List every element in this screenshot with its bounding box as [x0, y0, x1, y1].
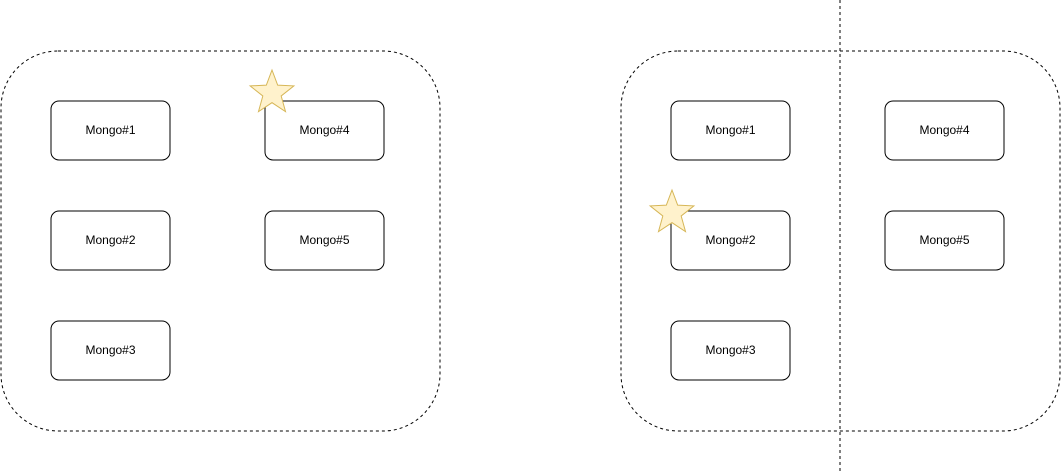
- node-box: [884, 100, 1005, 161]
- node-box: [264, 210, 385, 271]
- left-node-mongo-5[interactable]: Mongo#5: [264, 210, 385, 271]
- node-label: Mongo#4: [299, 123, 349, 137]
- left-node-mongo-3[interactable]: Mongo#3: [50, 320, 171, 381]
- node-label: Mongo#2: [705, 233, 755, 247]
- node-label: Mongo#5: [919, 233, 969, 247]
- right-node-mongo-4[interactable]: Mongo#4: [884, 100, 1005, 161]
- node-box: [50, 320, 171, 381]
- node-box: [670, 320, 791, 381]
- node-box: [50, 210, 171, 271]
- left-cluster-boundary: [0, 50, 441, 432]
- node-box: [50, 100, 171, 161]
- node-box: [670, 100, 791, 161]
- node-box: [670, 210, 791, 271]
- node-label: Mongo#3: [85, 343, 135, 357]
- right-cluster: Mongo#1 Mongo#2 Mongo#3 Mongo#4 Mongo#5: [620, 0, 1061, 473]
- left-node-mongo-2[interactable]: Mongo#2: [50, 210, 171, 271]
- right-node-mongo-2[interactable]: Mongo#2: [670, 210, 791, 271]
- left-node-mongo-4[interactable]: Mongo#4: [264, 100, 385, 161]
- node-box: [884, 210, 1005, 271]
- left-node-mongo-1[interactable]: Mongo#1: [50, 100, 171, 161]
- node-box: [264, 100, 385, 161]
- star-icon: [648, 188, 696, 233]
- right-node-mongo-5[interactable]: Mongo#5: [884, 210, 1005, 271]
- node-label: Mongo#1: [85, 123, 135, 137]
- star-icon: [248, 68, 296, 113]
- right-node-mongo-3[interactable]: Mongo#3: [670, 320, 791, 381]
- node-label: Mongo#4: [919, 123, 969, 137]
- node-label: Mongo#2: [85, 233, 135, 247]
- node-label: Mongo#3: [705, 343, 755, 357]
- node-label: Mongo#5: [299, 233, 349, 247]
- right-node-mongo-1[interactable]: Mongo#1: [670, 100, 791, 161]
- left-cluster: Mongo#1 Mongo#2 Mongo#3 Mongo#4 Mongo#5: [0, 50, 441, 432]
- node-label: Mongo#1: [705, 123, 755, 137]
